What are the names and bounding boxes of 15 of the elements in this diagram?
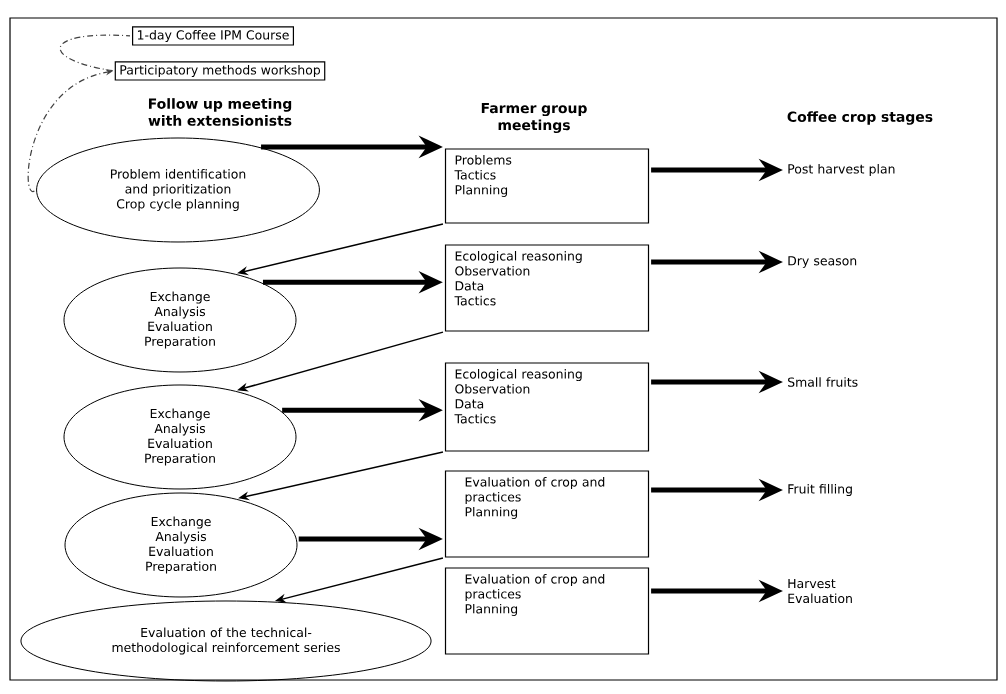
meeting-box: Evaluation of crop and practices Planning (444, 567, 650, 655)
meeting-box: Ecological reasoning Observation Data Tactics (444, 362, 650, 452)
meeting-box: Problems Tactics Planning (444, 148, 650, 224)
meeting-box: Evaluation of crop and practices Planning (444, 470, 650, 558)
event-box: Participatory methods workshop (114, 61, 326, 81)
stage-text: Post harvest plan (788, 163, 895, 177)
column-heading: Follow up meeting with extensionists (148, 98, 292, 126)
stage-text: Small fruits (788, 377, 858, 387)
meeting-box: Ecological reasoning Observation Data Tactics (444, 244, 650, 332)
stage-text: Harvest Evaluation (788, 578, 852, 604)
column-heading: Coffee crop stages (787, 111, 933, 125)
event-box: 1-day Coffee IPM Course (132, 26, 295, 46)
stage-text: Fruit filling (788, 483, 852, 496)
stage-text: Dry season (788, 256, 857, 268)
column-heading: Farmer group meetings (481, 102, 587, 134)
